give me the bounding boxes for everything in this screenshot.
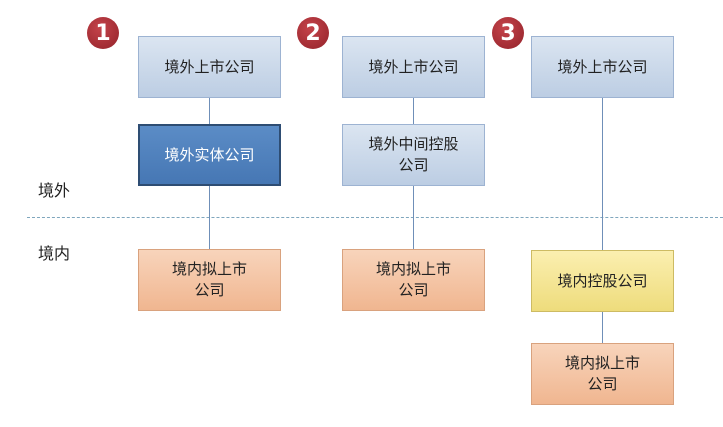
domestic-zone-label: 境内 <box>38 244 71 263</box>
border-divider-line <box>27 217 723 218</box>
connector-2b <box>413 185 414 249</box>
connector-1a <box>209 98 210 124</box>
badge-2: 2 <box>297 17 329 49</box>
col3-domestic-holding-box: 境内控股公司 <box>531 250 674 312</box>
connector-1b <box>209 185 210 249</box>
connector-3a <box>602 98 603 250</box>
col3-domestic-ipo-company-box: 境内拟上市 公司 <box>531 343 674 405</box>
badge-3: 3 <box>492 17 524 49</box>
col2-intermediate-holding-box: 境外中间控股 公司 <box>342 124 485 186</box>
col1-domestic-ipo-company-box: 境内拟上市 公司 <box>138 249 281 311</box>
col2-listed-company-box: 境外上市公司 <box>342 36 485 98</box>
col1-listed-company-box: 境外上市公司 <box>138 36 281 98</box>
col1-overseas-entity-box: 境外实体公司 <box>138 124 281 186</box>
connector-3b <box>602 311 603 343</box>
badge-1: 1 <box>87 17 119 49</box>
col2-domestic-ipo-company-box: 境内拟上市 公司 <box>342 249 485 311</box>
col3-listed-company-box: 境外上市公司 <box>531 36 674 98</box>
connector-2a <box>413 98 414 124</box>
overseas-zone-label: 境外 <box>38 181 71 200</box>
